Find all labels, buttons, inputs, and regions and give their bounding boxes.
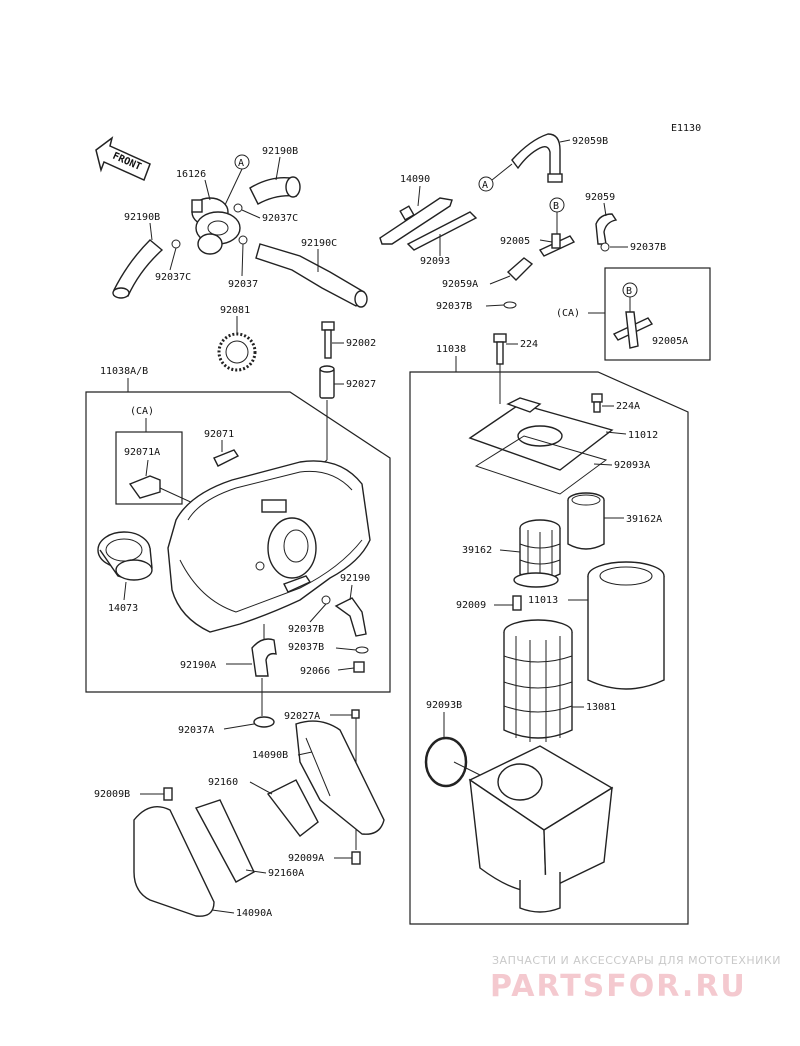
svg-text:A: A — [482, 180, 488, 191]
hose-92059a — [506, 257, 534, 281]
bracket-14090 — [379, 197, 478, 251]
label-92037c: 92037C — [262, 213, 298, 224]
label-92037a: 92037A — [178, 725, 214, 736]
front-arrow-icon: FRONT — [95, 136, 151, 182]
case-bottom — [468, 745, 614, 913]
cover-14090b — [295, 720, 385, 835]
label-92160: 92160 — [208, 777, 238, 788]
label-92037b-lower: 92037B — [288, 624, 324, 635]
label-14090b: 14090B — [252, 750, 288, 761]
ring-92081 — [217, 332, 257, 372]
label-92059: 92059 — [585, 192, 615, 203]
label-14090: 14090 — [400, 174, 430, 185]
hose-92059 — [595, 213, 618, 245]
label-92009a: 92009A — [288, 853, 324, 864]
pad-92160 — [266, 779, 319, 837]
label-92002: 92002 — [346, 338, 376, 349]
label-92009b: 92009B — [94, 789, 130, 800]
label-92071a: 92071A — [124, 447, 160, 458]
label-ca-top: (CA) — [556, 308, 580, 319]
label-92059a: 92059A — [442, 279, 478, 290]
label-92093: 92093 — [420, 256, 450, 267]
bolt-92002 — [321, 321, 335, 359]
airbox-group-frame — [85, 391, 391, 693]
label-39162: 39162 — [462, 545, 492, 556]
ca-box-top — [604, 267, 711, 361]
label-11038ab: 11038A/B — [100, 366, 148, 377]
breather-valve — [191, 197, 241, 255]
t-joint-92005 — [538, 233, 576, 257]
bolt-224a — [591, 393, 603, 413]
label-92081: 92081 — [220, 305, 250, 316]
label-92071: 92071 — [204, 429, 234, 440]
label-92190c: 92190C — [301, 238, 337, 249]
cage-39162 — [513, 519, 561, 588]
element-11013 — [587, 561, 665, 690]
oring-92093b — [424, 736, 468, 788]
label-92066: 92066 — [300, 666, 330, 677]
plate-11012 — [468, 397, 614, 471]
svg-text:B: B — [626, 286, 632, 297]
label-92005a: 92005A — [652, 336, 688, 347]
label-92093a: 92093A — [614, 460, 650, 471]
label-92160a: 92160A — [268, 868, 304, 879]
label-92037: 92037 — [228, 279, 258, 290]
label-92190: 92190 — [340, 573, 370, 584]
airbox-body-11038 — [167, 460, 371, 633]
elbow-92190a — [251, 638, 277, 677]
cover-14090a — [133, 806, 215, 917]
cross-joint-92005a — [612, 311, 654, 349]
label-92009: 92009 — [456, 600, 486, 611]
bolt-92009 — [512, 595, 522, 611]
label-92059b: 92059B — [572, 136, 608, 147]
nut-92066 — [353, 661, 365, 673]
hose-92190 — [334, 597, 367, 637]
label-13081: 13081 — [586, 702, 616, 713]
ref-bubble-a-right — [478, 176, 494, 192]
gasket-92093a — [474, 435, 608, 495]
sleeve-39162a — [567, 492, 605, 550]
label-92093b: 92093B — [426, 700, 462, 711]
label-39162a: 39162A — [626, 514, 662, 525]
hose-92190c — [255, 243, 365, 307]
label-92037b-low2: 92037B — [288, 642, 324, 653]
label-92027a: 92027A — [284, 711, 320, 722]
diagram-code: E1130 — [671, 123, 701, 134]
hose-92059b — [511, 133, 561, 177]
label-11038: 11038 — [436, 344, 466, 355]
label-224: 224 — [520, 339, 538, 350]
label-92037b-mid: 92037B — [436, 301, 472, 312]
label-11012: 11012 — [628, 430, 658, 441]
bolt-92009b — [163, 787, 173, 801]
watermark-logo: PARTSFOR.RU — [490, 969, 747, 1004]
frame-13081 — [503, 619, 573, 742]
label-92190b-left: 92190B — [124, 212, 160, 223]
label-92037c-left: 92037C — [155, 272, 191, 283]
watermark-tagline: ЗАПЧАСТИ И АКСЕССУАРЫ ДЛЯ МОТОТЕХНИКИ — [492, 954, 781, 967]
clamp-92037a — [253, 716, 275, 728]
label-ca-left: (CA) — [130, 406, 154, 417]
pad-92160a — [194, 799, 255, 883]
svg-text:B: B — [553, 201, 559, 212]
label-92190b: 92190B — [262, 146, 298, 157]
duct-14073 — [97, 531, 153, 581]
fitting-92071 — [213, 449, 240, 467]
label-11013: 11013 — [528, 595, 558, 606]
label-92027: 92027 — [346, 379, 376, 390]
label-92190a: 92190A — [180, 660, 216, 671]
label-14090a: 14090A — [236, 908, 272, 919]
label-92005: 92005 — [500, 236, 530, 247]
fitting-92071a — [128, 475, 161, 499]
label-14073: 14073 — [108, 603, 138, 614]
label-92037b-top: 92037B — [630, 242, 666, 253]
label-16126: 16126 — [176, 169, 206, 180]
label-224a: 224A — [616, 401, 640, 412]
ca-box-left — [115, 431, 183, 505]
bolt-224 — [493, 333, 507, 365]
svg-text:A: A — [238, 158, 244, 169]
bolt-92009a — [351, 851, 361, 865]
